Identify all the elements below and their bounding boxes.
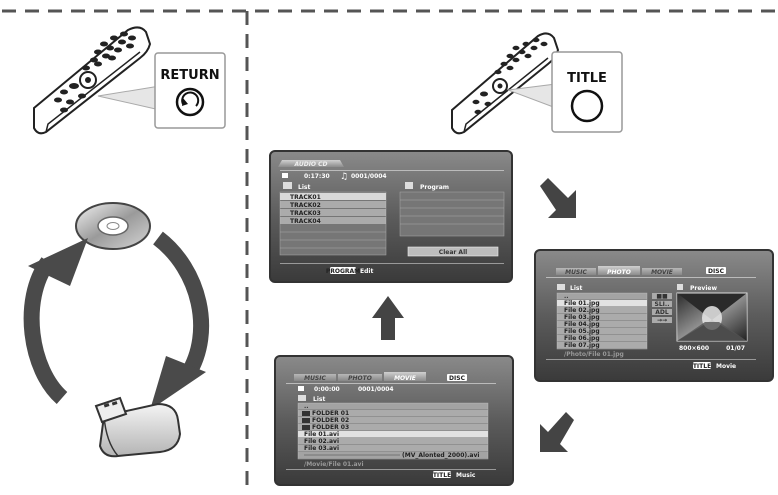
cycle-arrow-left-up-head	[28, 238, 88, 286]
photo-file-5: File 05.jpg	[564, 328, 600, 335]
photo-file-1: File 01.jpg	[564, 300, 600, 307]
photo-side-button-2: ADL	[655, 309, 669, 316]
folder-icon	[302, 425, 310, 430]
title-button-callout: TITLE	[551, 51, 623, 133]
title-label: TITLE	[567, 71, 607, 86]
list-icon	[283, 182, 292, 189]
title-button-circle	[570, 89, 604, 123]
movie-item-2: FOLDER 02	[312, 417, 349, 424]
track-03: TRACK03	[290, 210, 321, 217]
photo-tab-music: MUSIC	[565, 269, 587, 276]
movie-item-7: (MV_Alonted_2000).avi	[402, 452, 479, 459]
remote-control-left	[33, 26, 152, 135]
movie-disc-badge: DISC	[449, 375, 466, 382]
photo-footer-action: Movie	[716, 363, 736, 370]
photo-path: /Photo/File 01.jpg	[564, 351, 624, 358]
preview-header: Preview	[690, 285, 717, 292]
photo-list-header: List	[570, 285, 582, 292]
photo-file-3: File 03.jpg	[564, 314, 600, 321]
photo-disc-badge: DISC	[708, 268, 725, 275]
audio-cd-time: 0:17:30	[304, 173, 330, 180]
return-button-callout: RETURN	[154, 52, 226, 129]
usb-drive-icon	[94, 396, 182, 458]
movie-item-6: File 03.avi	[304, 445, 339, 452]
audio-cd-tab: AUDIO CD	[293, 161, 327, 168]
photo-file-2: File 02.jpg	[564, 307, 600, 314]
photo-side-button-3: →→	[657, 317, 667, 324]
folder-icon	[302, 418, 310, 423]
cycle-arrow-right-down-head	[150, 356, 206, 410]
checkbox-icon	[405, 182, 413, 189]
cycle-arrow-left-up	[23, 257, 68, 405]
photo-file-4: File 04.jpg	[564, 321, 600, 328]
return-callout-connector	[97, 85, 161, 111]
audio-cd-track-count: 0001/0004	[351, 173, 387, 180]
remote-control-right	[451, 32, 560, 135]
photo-resolution: 800×600	[679, 345, 709, 352]
movie-item-1: FOLDER 01	[312, 410, 349, 417]
photo-file-7: File 07.jpg	[564, 342, 600, 349]
movie-item-3: FOLDER 03	[312, 424, 349, 431]
photo-side-button-0: ■■	[656, 293, 668, 300]
music-note-icon: ♫	[340, 172, 348, 182]
track-01: TRACK01	[290, 194, 321, 201]
movie-item-0: ..	[304, 403, 309, 410]
cycle-arrow-right-down	[152, 231, 209, 379]
movie-file-count: 0001/0004	[358, 386, 394, 393]
movie-path: /Movie/File 01.avi	[304, 461, 364, 468]
track-02: TRACK02	[290, 202, 321, 209]
audio-cd-program-header: Program	[420, 184, 449, 191]
photo-tab-movie: MOVIE	[651, 269, 674, 276]
movie-item-4: File 01.avi	[304, 431, 339, 438]
movie-tab-photo: PHOTO	[348, 375, 372, 382]
flow-arrow-to-movie	[540, 412, 574, 452]
photo-list-icon	[557, 284, 565, 290]
photo-file-6: File 06.jpg	[564, 335, 600, 342]
track-04: TRACK04	[290, 218, 321, 225]
movie-title-button: TITLE	[433, 472, 451, 479]
movie-footer-action: Music	[456, 472, 476, 479]
movie-list-icon	[298, 395, 306, 401]
return-label: RETURN	[160, 68, 219, 83]
movie-tab-movie: MOVIE	[394, 375, 417, 382]
movie-screen: MUSIC PHOTO MOVIE DISC 0:00:00 0001/0004…	[274, 355, 514, 486]
photo-title-button: TITLE	[693, 363, 711, 370]
movie-time: 0:00:00	[314, 386, 340, 393]
flow-arrow-to-audio-cd	[372, 296, 404, 340]
edit-label: Edit	[360, 268, 373, 275]
audio-cd-screen: AUDIO CD 0:17:30 ♫ 0001/0004 List Progra…	[269, 150, 513, 283]
movie-tab-music: MUSIC	[304, 375, 326, 382]
movie-item-5: File 02.avi	[304, 438, 339, 445]
photo-side-button-1: SLI..	[655, 301, 670, 308]
audio-cd-list-header: List	[298, 184, 310, 191]
clear-all-button: Clear All	[439, 249, 467, 256]
preview-photo	[676, 292, 748, 342]
photo-file-0: ..	[564, 293, 569, 300]
disc-icon	[75, 202, 151, 250]
photo-counter: 01/07	[726, 345, 745, 352]
movie-list-header: List	[313, 396, 325, 403]
stop-icon	[282, 173, 288, 178]
preview-icon	[677, 284, 683, 290]
folder-icon	[302, 411, 310, 416]
photo-screen: MUSIC PHOTO MOVIE DISC List Preview .. F…	[534, 249, 774, 382]
program-button: PROGRAM	[326, 268, 360, 275]
flow-arrow-to-photo	[540, 178, 576, 218]
movie-stop-icon	[298, 386, 304, 391]
photo-tab-photo: PHOTO	[607, 269, 631, 276]
return-arrow-icon	[181, 91, 200, 107]
